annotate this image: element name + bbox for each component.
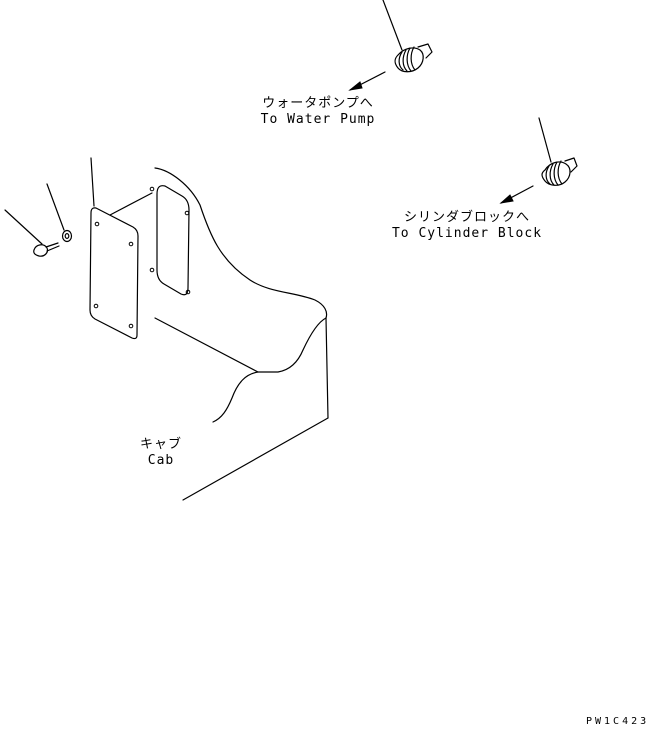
water-pump-label: ウォータポンプへ To Water Pump — [250, 96, 386, 128]
water-pump-fitting-nut — [417, 43, 433, 59]
water-pump-label-jp: ウォータポンプへ — [262, 96, 374, 111]
water-pump-hose-fitting — [382, 0, 433, 73]
drawing-reference-number: PW1C423 — [586, 716, 650, 727]
cylinder-block-label-jp: シリンダブロックへ — [403, 210, 530, 225]
cab-opening — [109, 185, 191, 296]
water-pump-label-en: To Water Pump — [260, 112, 376, 127]
cover-plate — [89, 157, 139, 340]
bolt — [4, 209, 60, 257]
water-pump-arrow — [348, 71, 386, 91]
cab-label-jp: キャブ — [139, 437, 182, 452]
cylinder-block-label-en: To Cylinder Block — [391, 226, 543, 241]
water-pump-hose-line — [382, 0, 403, 51]
cylinder-block-fitting-nut — [564, 157, 578, 173]
cylinder-block-label: シリンダブロックへ To Cylinder Block — [387, 210, 547, 242]
cab-label-en: Cab — [147, 453, 175, 468]
cylinder-block-arrow — [499, 185, 534, 204]
cylinder-block-hose-fitting — [538, 117, 578, 186]
cab-outline — [154, 167, 329, 501]
cylinder-block-hose-line — [538, 117, 552, 163]
washer — [46, 183, 73, 243]
cab-label: キャブ Cab — [130, 437, 192, 469]
